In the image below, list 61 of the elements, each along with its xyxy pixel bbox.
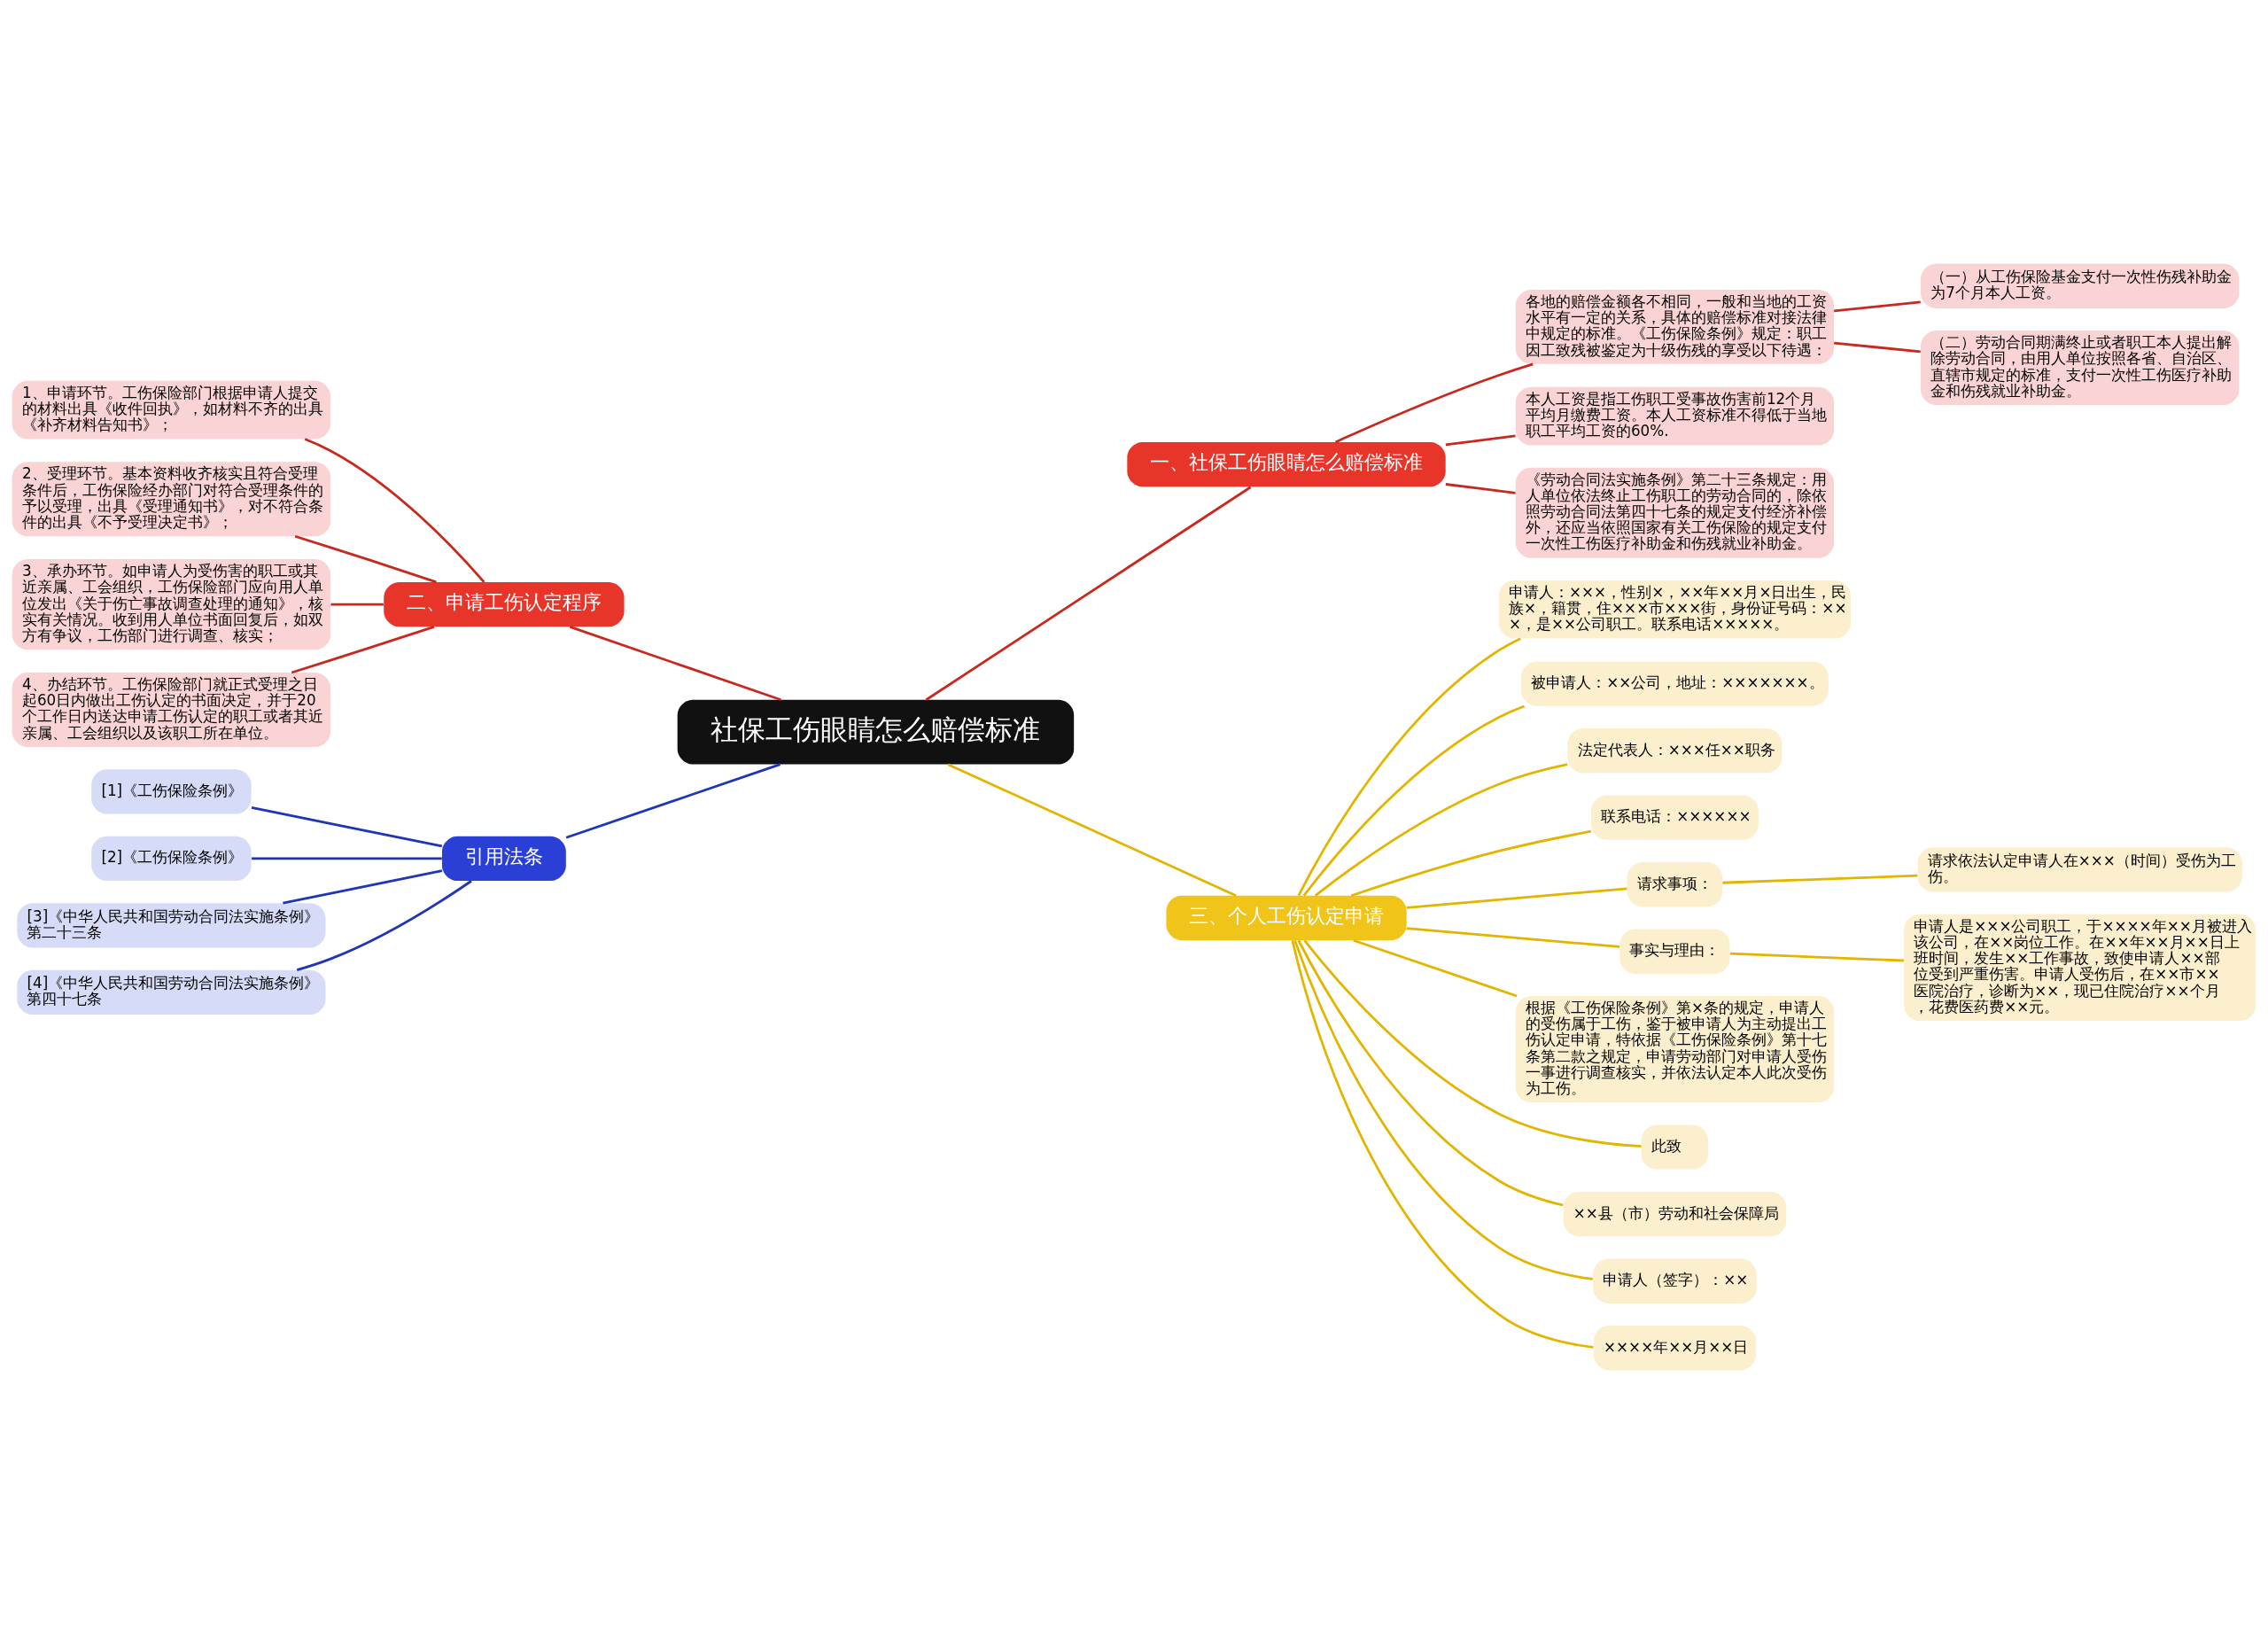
connector — [565, 763, 781, 839]
node-box: 引用法条 — [441, 836, 566, 881]
connector — [1834, 300, 1921, 313]
connector — [1350, 829, 1591, 898]
node-box: ××××年××月××日 — [1593, 1326, 1756, 1371]
node-box: 根据《工伤保险条例》第×条的规定，申请人的受伤属于工伤，鉴于被申请人为主动提出工伤认定申请，特依据《工伤保险条例》第十七条第二款之规定，申请劳动部门对申请人受伤一事进行调查核实，并依法认定本人此次受伤为工伤。 — [1515, 996, 1835, 1103]
node-box: 申请人是×××公司职工，于××××年××月被进入该公司，在××岗位工作。在××年××月××日上班时间，发生××工作事故，致使申请人××部位受到严重伤害。申请人受伤后，在××市××医院治疗，诊断为××，现已住院治疗××个月，花费医药费××元。 — [1904, 914, 2256, 1022]
connector — [291, 626, 435, 674]
node-box: 各地的赔偿金额各不相同，一般和当地的工资水平有一定的关系，具体的赔偿标准对接法律中规定的标准。《工伤保险条例》规定：职工因工致残被鉴定为十级伤残的享受以下待遇： — [1515, 289, 1835, 364]
connector — [1730, 952, 1904, 962]
connector — [947, 763, 1237, 897]
node-box: 联系电话：×××××× — [1591, 795, 1759, 840]
connector — [330, 603, 384, 606]
connector — [1406, 887, 1627, 909]
connector — [251, 806, 443, 848]
connector — [1722, 874, 1918, 884]
node-box: （一）从工伤保险基金支付一次性伤残补助金为7个月本人工资。 — [1921, 263, 2240, 308]
node-box: [1]《工伤保险条例》 — [91, 769, 252, 814]
node-box: 2、受理环节。基本资料收齐核实且符合受理条件后，工伤保险经办部门对符合受理条件的予以受理，出具《受理通知书》，对不符合条件的出具《不予受理决定书》； — [12, 462, 331, 537]
node-box: 请求依法认定申请人在×××（时间）受伤为工伤。 — [1917, 847, 2242, 892]
connector — [1297, 637, 1521, 897]
node-box: 4、办结环节。工伤保险部门就正式受理之日起60日内做出工伤认定的书面决定，并于20个工作日内送达申请工伤认定的职工或者其近亲属、工会组织以及该职工所在单位。 — [12, 673, 331, 747]
connector — [294, 534, 437, 584]
node-box: 《劳动合同法实施条例》第二十三条规定：用人单位依法终止工伤职工的劳动合同的，除依照劳动合同法第四十七条的规定支付经济补偿外，还应当依照国家有关工伤保险的规定支付一次性工伤医疗补助金和伤残就业补助金。 — [1515, 467, 1835, 558]
connector — [1334, 362, 1534, 444]
node-box: 法定代表人：×××任××职务 — [1567, 728, 1783, 774]
connector — [296, 880, 472, 971]
connector — [304, 438, 485, 583]
connector — [1353, 938, 1518, 998]
connector — [1302, 704, 1526, 897]
connector — [1445, 483, 1516, 494]
node-box: 被申请人：××公司，地址：×××××××。 — [1521, 661, 1829, 706]
connector — [1293, 939, 1593, 1280]
connector — [1834, 341, 1921, 354]
node-box: 申请人（签字）：×× — [1593, 1258, 1757, 1303]
node-box: 一、社保工伤眼睛怎么赔偿标准 — [1127, 441, 1446, 487]
connector — [1297, 939, 1564, 1207]
node-box: 二、申请工伤认定程序 — [384, 582, 625, 627]
node-box: 事实与理由： — [1619, 929, 1730, 974]
node-box: 1、申请环节。工伤保险部门根据申请人提交的材料出具《收件回执》，如材料不齐的出具《补齐材料告知书》； — [12, 380, 331, 440]
connector — [283, 869, 443, 905]
node-box: 3、承办环节。如申请人为受伤害的职工或其近亲属、工会组织，工伤保险部门应向用人单位发出《关于伤亡事故调查处理的通知》，核实有关情况。收到用人单位书面回复后，如双方有争议，工伤部门进行调查、核实； — [12, 559, 331, 650]
connector — [1291, 939, 1594, 1349]
node-box: ××县（市）劳动和社会保障局 — [1563, 1192, 1787, 1237]
node-box: [4]《中华人民共和国劳动合同法实施条例》第四十七条 — [17, 969, 326, 1015]
connector — [569, 626, 781, 702]
node-box: 申请人：×××，性别×，××年××月×日出生，民族×，籍贯，住×××市×××街，身份证号码：×××，是××公司职工。联系电话×××××。 — [1498, 580, 1851, 639]
node-box: 请求事项： — [1627, 862, 1723, 907]
connector — [1315, 763, 1568, 897]
connector — [252, 857, 442, 860]
node-box: [2]《工伤保险条例》 — [91, 836, 252, 881]
node-box: [3]《中华人民共和国劳动合同法实施条例》第二十三条 — [17, 903, 326, 948]
connector — [1406, 927, 1620, 948]
connector — [1303, 939, 1642, 1148]
node-box: （二）劳动合同期满终止或者职工本人提出解除劳动合同，由用人单位按照各省、自治区、直辖市规定的标准，支付一次性工伤医疗补助金和伤残就业补助金。 — [1921, 331, 2240, 405]
connector — [925, 486, 1252, 701]
node-box: 三、个人工伤认定申请 — [1166, 895, 1407, 941]
connector — [1445, 434, 1516, 447]
node-box: 社保工伤眼睛怎么赔偿标准 — [677, 699, 1075, 765]
node-box: 本人工资是指工伤职工受事故伤害前12个月平均月缴费工资。本人工资标准不得低于当地职工平均工资的60%. — [1515, 386, 1835, 446]
node-box: 此致 — [1641, 1124, 1709, 1170]
